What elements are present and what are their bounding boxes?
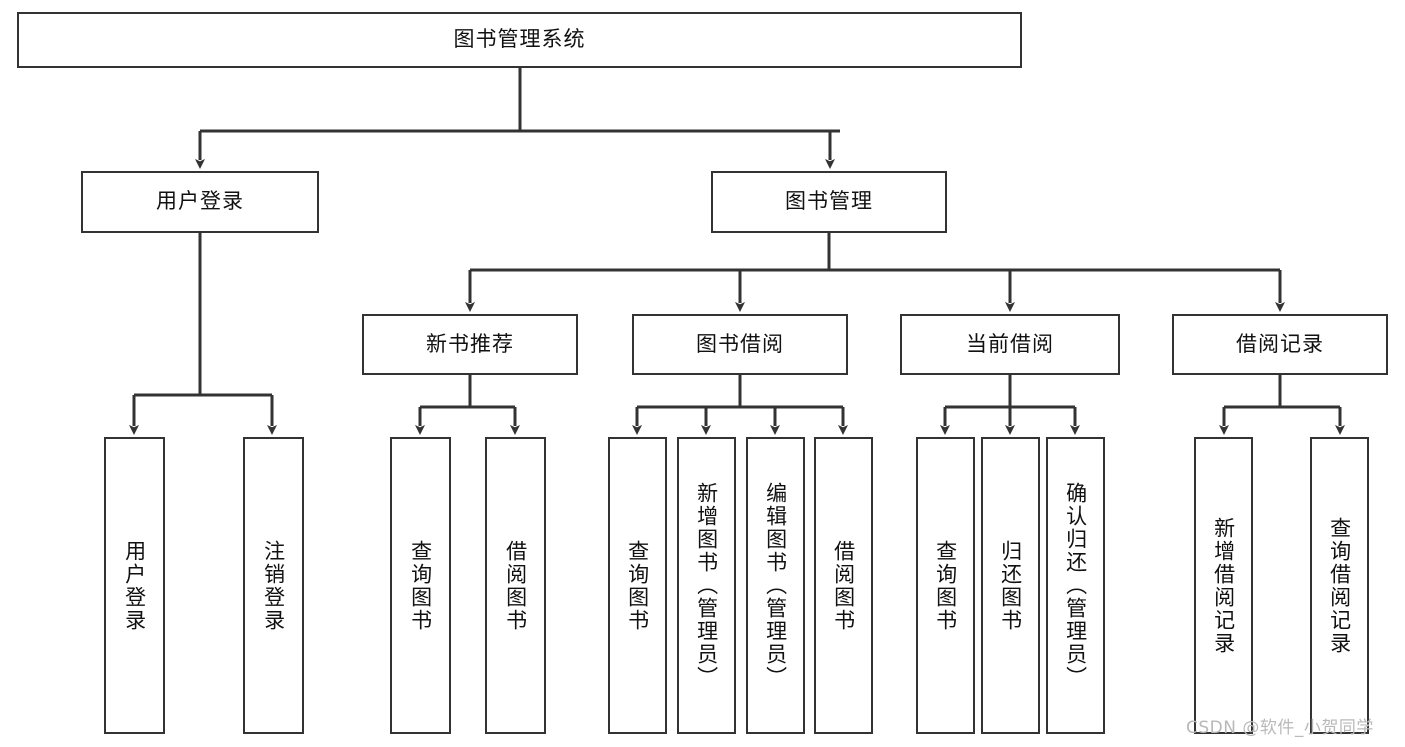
node-book-manage[interactable]: 图书管理 xyxy=(711,171,947,233)
node-leaf-borrow-book-2[interactable]: 借阅图书 xyxy=(814,437,873,734)
node-user-login[interactable]: 用户登录 xyxy=(81,171,319,233)
node-leaf-query-record-label: 查询借阅记录 xyxy=(1327,516,1352,655)
node-borrow-record[interactable]: 借阅记录 xyxy=(1172,314,1388,375)
node-leaf-user-login-label: 用户登录 xyxy=(122,539,147,632)
node-leaf-return-book[interactable]: 归还图书 xyxy=(981,437,1040,734)
node-leaf-query-book-3-label: 查询图书 xyxy=(933,539,958,632)
node-leaf-query-book-2-label: 查询图书 xyxy=(625,539,650,632)
node-leaf-edit-book[interactable]: 编辑图书（管理员） xyxy=(746,437,805,734)
node-leaf-add-book-label: 新增图书（管理员） xyxy=(694,482,719,689)
node-current-borrow[interactable]: 当前借阅 xyxy=(900,314,1120,375)
node-leaf-query-book-3[interactable]: 查询图书 xyxy=(916,437,975,734)
node-root[interactable]: 图书管理系统 xyxy=(17,12,1022,68)
node-leaf-query-book-1[interactable]: 查询图书 xyxy=(390,437,451,734)
node-new-book-rec[interactable]: 新书推荐 xyxy=(362,314,578,375)
node-user-login-label: 用户登录 xyxy=(156,189,244,214)
node-leaf-logout-login-label: 注销登录 xyxy=(261,539,286,632)
node-leaf-add-book[interactable]: 新增图书（管理员） xyxy=(677,437,736,734)
node-leaf-edit-book-label: 编辑图书（管理员） xyxy=(763,482,788,689)
node-leaf-add-record-label: 新增借阅记录 xyxy=(1211,516,1236,655)
node-root-label: 图书管理系统 xyxy=(453,27,586,52)
node-leaf-borrow-book-1-label: 借阅图书 xyxy=(503,539,528,632)
node-leaf-borrow-book-1[interactable]: 借阅图书 xyxy=(485,437,546,734)
node-leaf-borrow-book-2-label: 借阅图书 xyxy=(831,539,856,632)
node-leaf-user-login[interactable]: 用户登录 xyxy=(104,437,165,734)
node-leaf-query-book-2[interactable]: 查询图书 xyxy=(608,437,667,734)
node-book-manage-label: 图书管理 xyxy=(785,189,873,214)
node-book-borrow[interactable]: 图书借阅 xyxy=(632,314,848,375)
node-leaf-query-record[interactable]: 查询借阅记录 xyxy=(1310,437,1369,734)
node-leaf-return-book-label: 归还图书 xyxy=(998,539,1023,632)
node-borrow-record-label: 借阅记录 xyxy=(1236,331,1324,356)
node-book-borrow-label: 图书借阅 xyxy=(696,331,784,356)
node-leaf-confirm-return-label: 确认归还（管理员） xyxy=(1063,482,1088,689)
node-leaf-query-book-1-label: 查询图书 xyxy=(408,539,433,632)
node-new-book-rec-label: 新书推荐 xyxy=(426,331,514,356)
node-leaf-logout-login[interactable]: 注销登录 xyxy=(243,437,304,734)
node-leaf-add-record[interactable]: 新增借阅记录 xyxy=(1194,437,1253,734)
node-leaf-confirm-return[interactable]: 确认归还（管理员） xyxy=(1046,437,1105,734)
node-current-borrow-label: 当前借阅 xyxy=(966,331,1054,356)
